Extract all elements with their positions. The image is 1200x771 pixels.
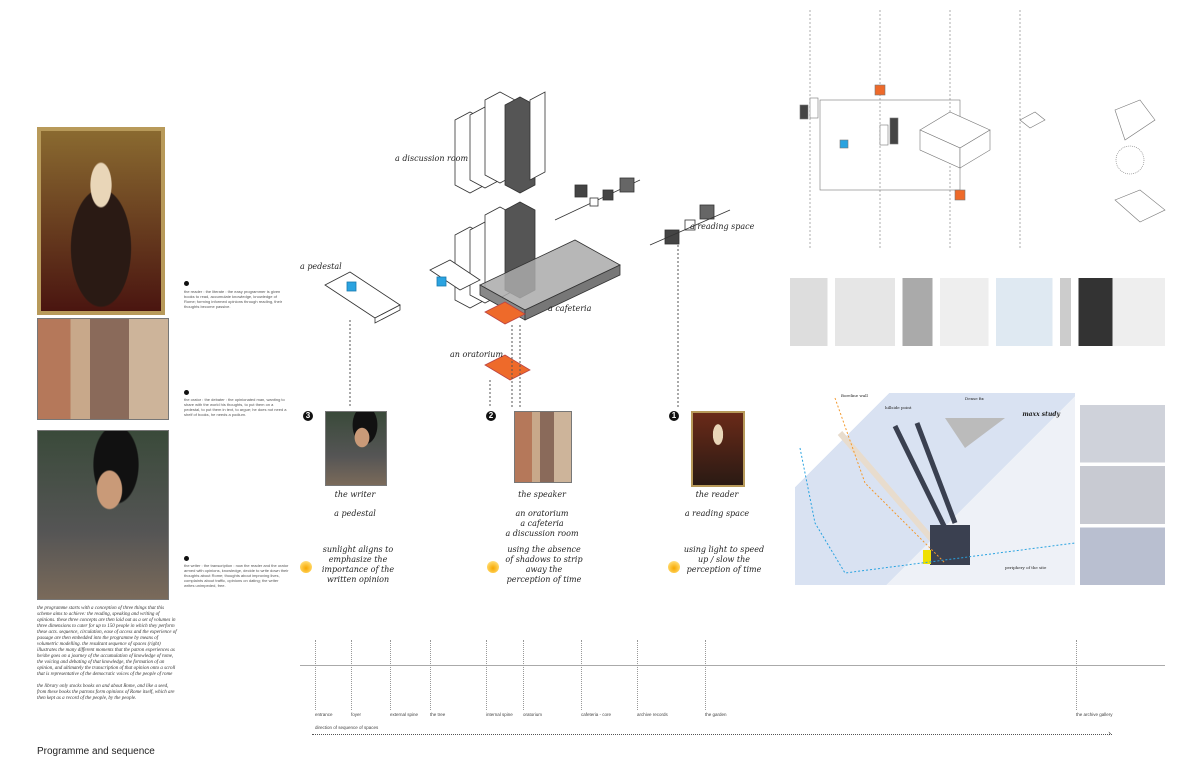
painting-writer — [37, 430, 169, 600]
portrait-writer — [325, 411, 387, 486]
sequence-label: archive records — [637, 712, 668, 717]
stage-role-reader: the reader — [695, 490, 739, 499]
sequence-marker-line — [390, 640, 391, 710]
stage-role-speaker: the speaker — [518, 490, 566, 499]
arrow-head-icon: › — [1108, 729, 1112, 738]
sequence-marker-line — [315, 640, 316, 710]
stage-spaces-speaker: an oratorium a cafeteria a discussion ro… — [505, 509, 579, 538]
note-marker-1 — [184, 281, 189, 286]
pedestal-blue-cube — [346, 281, 357, 292]
sequence-label: the tree — [430, 712, 446, 717]
sequence-label: oratorium — [523, 712, 543, 717]
direction-label: direction of sequence of spaces — [315, 725, 379, 730]
sketch-strip — [790, 278, 1165, 346]
stage-number-3: 3 — [303, 411, 313, 421]
sun-icon — [668, 561, 680, 573]
sequence-label: internal spine — [486, 712, 513, 717]
sun-icon — [487, 561, 499, 573]
stage-number-1: 1 — [669, 411, 679, 421]
note-marker-3 — [184, 556, 189, 561]
note-marker-2 — [184, 390, 189, 395]
volumetric-diagram — [324, 91, 731, 408]
stage-role-writer: the writer — [334, 490, 376, 499]
cafeteria-orange — [484, 301, 526, 325]
programme-paragraph: the programme starts with a conception o… — [37, 606, 177, 677]
programme-flow-diagram — [799, 10, 1166, 250]
maxx-study-plan: maxx study Boreline wall hillside point … — [795, 393, 1075, 585]
sequence-label: the garden — [705, 712, 727, 717]
sequence-label: the archive gallery — [1076, 712, 1113, 717]
maxx-study-title: maxx study — [1022, 411, 1060, 418]
note-reader: the reader : the literate : the easy pro… — [184, 289, 283, 309]
maxx-label-dense: Dense fix — [965, 396, 984, 401]
sequence-label: cafeteria - core — [581, 712, 612, 717]
sequence-marker-line — [581, 640, 582, 710]
sequence-label: foyer — [351, 712, 362, 717]
page-title: Programme and sequence — [37, 746, 155, 757]
oratorium-orange — [484, 354, 531, 381]
portrait-speaker — [514, 411, 572, 483]
sequence-marker-line — [523, 640, 524, 710]
label-reading-space: a reading space — [690, 222, 755, 231]
sequence-sketches — [300, 605, 1165, 666]
sequence-marker-line — [705, 640, 706, 710]
model-thumbnails — [1080, 405, 1165, 585]
sun-icon — [300, 561, 312, 573]
sequence-marker-line — [351, 640, 352, 710]
label-pedestal: a pedestal — [300, 262, 342, 271]
discussion-blue-cube — [436, 276, 447, 287]
label-cafeteria: a cafeteria — [548, 304, 592, 313]
maxx-label-hillside: hillside point — [885, 405, 912, 410]
painting-reader — [37, 127, 165, 315]
stage-spaces-reader: a reading space — [684, 509, 750, 518]
stage-number-2: 2 — [486, 411, 496, 421]
label-oratorium: an oratorium — [450, 350, 504, 359]
sequence-label: external spine — [390, 712, 419, 717]
note-writer: the writer : the transcription : now the… — [184, 563, 289, 588]
sequence-label: entrance — [315, 712, 333, 717]
sequence-marker-line — [430, 640, 431, 710]
stage-light-speaker: using the absence of shadows to strip aw… — [505, 545, 583, 584]
discussion-room-towers — [454, 91, 546, 194]
stage-light-writer: sunlight aligns to emphasize the importa… — [321, 545, 395, 584]
sequence-marker-line — [486, 640, 487, 710]
sequence-marker-line — [1076, 640, 1077, 710]
stage-light-reader: using light to speed up / slow the perce… — [683, 545, 765, 574]
note-orator: the orator : the debater : the opinionat… — [184, 397, 287, 417]
label-discussion-room: a discussion room — [395, 154, 469, 163]
portrait-reader — [691, 411, 745, 487]
sequence-marker-line — [637, 640, 638, 710]
maxx-label-wall: Boreline wall — [841, 393, 868, 398]
direction-arrow — [312, 734, 1112, 735]
stage-spaces-writer: a pedestal — [334, 509, 376, 518]
painting-speaker — [37, 318, 169, 420]
maxx-label-periphery: periphery of the site — [1005, 565, 1047, 570]
library-paragraph: the library only stocks books on and abo… — [37, 684, 175, 701]
programme-text: the programme starts with a conception o… — [37, 606, 177, 708]
